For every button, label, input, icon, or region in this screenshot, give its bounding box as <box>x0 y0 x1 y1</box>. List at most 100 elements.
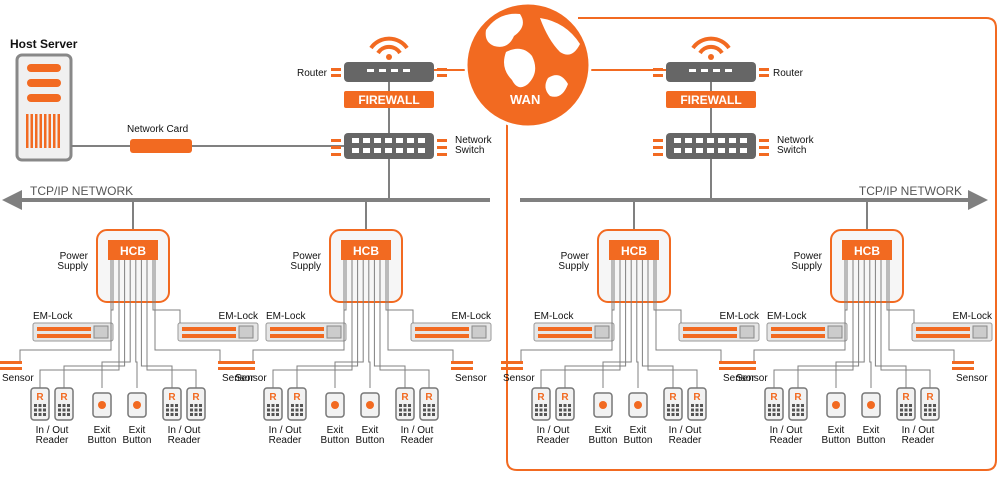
router-icon <box>344 62 434 82</box>
card-reader-icon: R <box>663 387 683 421</box>
card-reader-icon: R <box>920 387 940 421</box>
reader-glyph: R <box>401 392 409 403</box>
card-reader-icon: R <box>419 387 439 421</box>
remote-site-outline <box>506 17 997 471</box>
sensor-label: Sensor <box>723 373 755 384</box>
card-reader-icon: R <box>162 387 182 421</box>
sensor-label: Sensor <box>222 373 254 384</box>
card-reader-icon: R <box>30 387 50 421</box>
firewall-badge <box>344 91 434 108</box>
card-reader-icon: R <box>764 387 784 421</box>
sensor-right: Sensor <box>451 361 487 384</box>
em-lock-left: EM-Lock <box>766 311 848 342</box>
sensor-left: Sensor <box>0 361 34 384</box>
reader-glyph: R <box>902 392 910 403</box>
reader-glyph: R <box>60 392 68 403</box>
sensor-right: Sensor <box>952 361 988 384</box>
reader-glyph: R <box>36 392 44 403</box>
firewall-badge <box>666 91 756 108</box>
card-reader-icon: R <box>555 387 575 421</box>
wan-label: WAN <box>510 92 540 107</box>
reader-glyph: R <box>168 392 176 403</box>
router-icon <box>666 62 756 82</box>
em-lock-label: EM-Lock <box>953 311 993 322</box>
exit-button-icon <box>628 392 648 418</box>
card-reader-icon: R <box>54 387 74 421</box>
router-label: Router <box>297 68 328 79</box>
em-lock-label: EM-Lock <box>767 311 807 322</box>
exit-button-icon <box>593 392 613 418</box>
card-reader-icon: R <box>896 387 916 421</box>
card-reader-icon: R <box>687 387 707 421</box>
hcb-board <box>108 240 158 260</box>
reader-glyph: R <box>537 392 545 403</box>
sensor-left: Sensor <box>734 361 768 384</box>
hcb-board <box>341 240 391 260</box>
card-reader-icon: R <box>263 387 283 421</box>
reader-glyph: R <box>926 392 934 403</box>
hcb-label: HCB <box>120 244 146 258</box>
switch-icon <box>666 133 756 159</box>
sensor-label: Sensor <box>455 373 487 384</box>
hcb-label: HCB <box>621 244 647 258</box>
card-reader-icon: R <box>395 387 415 421</box>
em-lock-right: EM-Lock <box>177 311 259 342</box>
firewall-label: FIREWALL <box>358 93 419 107</box>
em-lock-label: EM-Lock <box>33 311 73 322</box>
sensor-label: Sensor <box>235 373 267 384</box>
exit-button-icon <box>861 392 881 418</box>
arrow-right-icon <box>968 190 988 210</box>
em-lock-left: EM-Lock <box>265 311 347 342</box>
hcb-board <box>842 240 892 260</box>
network-card-label: Network Card <box>127 124 188 135</box>
sensor-right: Sensor <box>719 361 755 384</box>
exit-button-icon <box>360 392 380 418</box>
sensor-left: Sensor <box>233 361 267 384</box>
reader-glyph: R <box>669 392 677 403</box>
host-server: Host Server <box>10 37 78 162</box>
reader-glyph: R <box>269 392 277 403</box>
sensor-label: Sensor <box>503 373 535 384</box>
card-reader-icon: R <box>186 387 206 421</box>
sensor-label: Sensor <box>956 373 988 384</box>
sensor-label: Sensor <box>736 373 768 384</box>
reader-glyph: R <box>192 392 200 403</box>
em-lock-right: EM-Lock <box>410 311 492 342</box>
host-server-label: Host Server <box>10 37 78 51</box>
sensor-left: Sensor <box>501 361 535 384</box>
card-reader-icon: R <box>531 387 551 421</box>
em-lock-label: EM-Lock <box>534 311 574 322</box>
exit-button-icon <box>826 392 846 418</box>
wifi-icon <box>369 36 409 60</box>
sensor-right: Sensor <box>218 361 254 384</box>
em-lock-right: EM-Lock <box>678 311 760 342</box>
em-lock-label: EM-Lock <box>266 311 306 322</box>
tcpip-label-right: TCP/IP NETWORK <box>859 184 962 198</box>
em-lock-left: EM-Lock <box>32 311 114 342</box>
hcb-label: HCB <box>353 244 379 258</box>
reader-glyph: R <box>293 392 301 403</box>
em-lock-label: EM-Lock <box>452 311 492 322</box>
